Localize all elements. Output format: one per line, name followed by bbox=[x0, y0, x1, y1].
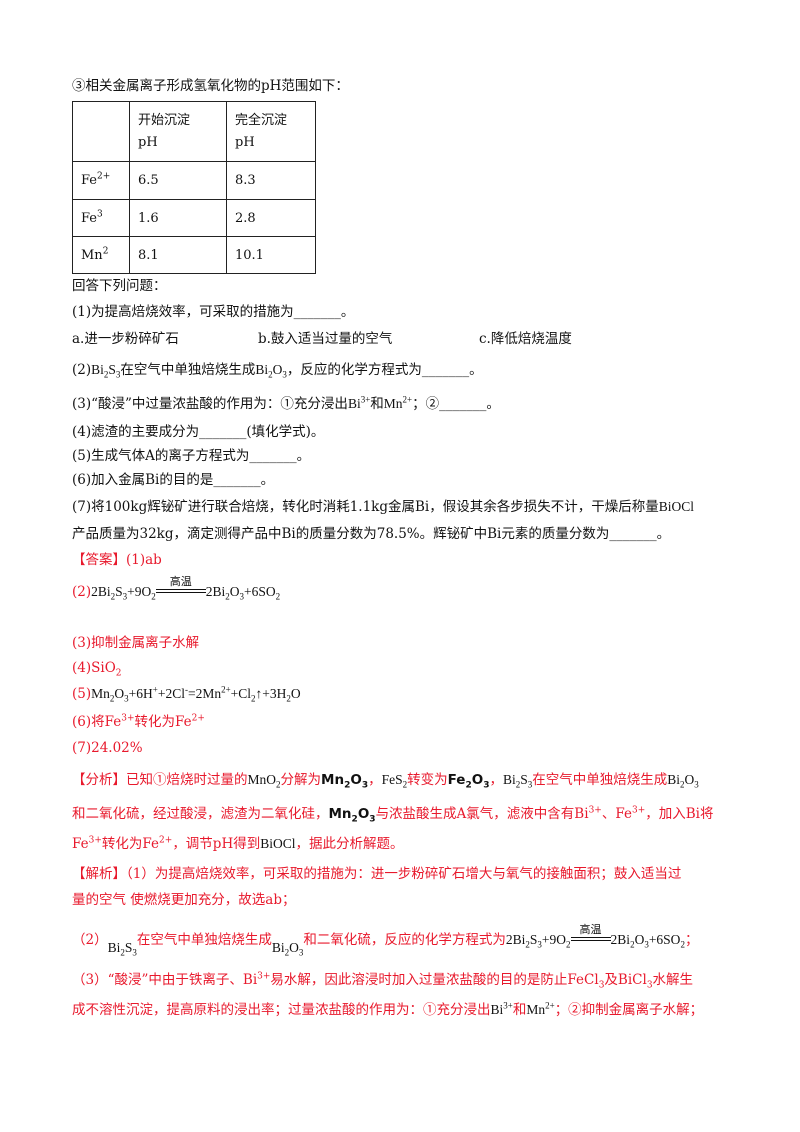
analysis-line-2: 和二氧化硫，经过酸浸，滤渣为二氧化硅，Mn2O3与浓盐酸生成A氯气，滤液中含有B… bbox=[72, 805, 714, 825]
answer-1: 【答案】(1)ab bbox=[72, 552, 162, 568]
solution-1-line2: 量的空气 使燃烧更加充分，故选ab； bbox=[72, 892, 296, 908]
solution-3-line1: （3）“酸浸”中由于铁离子、Bi3+易水解，因此溶浸时加入过量浓盐酸的目的是防止… bbox=[72, 971, 694, 991]
analysis-line-1: 【分析】已知①焙烧时过量的MnO2分解为Mn2O3，FeS2转变为Fe2O3，B… bbox=[72, 772, 699, 791]
answer-3: (3)抑制金属离子水解 bbox=[72, 635, 200, 651]
end-cell: 8.3 bbox=[226, 161, 316, 200]
analysis-line-3: Fe3+转化为Fe2+，调节pH得到BiOCl，据此分析解题。 bbox=[72, 835, 404, 852]
end-cell: 2.8 bbox=[226, 199, 316, 237]
start-cell: 1.6 bbox=[129, 199, 227, 237]
ion-cell: Fe3 bbox=[72, 199, 130, 237]
table-row: Fe2+ 6.5 8.3 bbox=[72, 161, 316, 200]
question-5: (5)生成气体A的离子方程式为_______。 bbox=[72, 448, 311, 464]
start-cell: 8.1 bbox=[129, 236, 227, 274]
solution-2: （2）Bi2S3在空气中单独焙烧生成Bi2O3和二氧化硫，反应的化学方程式为2B… bbox=[72, 923, 699, 958]
start-cell: 6.5 bbox=[129, 161, 227, 200]
reaction-arrow: 高温 bbox=[155, 576, 206, 593]
reaction-arrow: 高温 bbox=[570, 924, 611, 941]
q1-option-c: c.降低焙烧温度 bbox=[479, 331, 572, 347]
table-row: Mn2 8.1 10.1 bbox=[72, 236, 316, 274]
end-cell: 10.1 bbox=[226, 236, 316, 274]
header-cell-empty bbox=[72, 101, 130, 162]
question-4: (4)滤渣的主要成分为_______(填化学式)。 bbox=[72, 424, 325, 440]
question-7-line1: (7)将100kg辉铋矿进行联合焙烧，转化时消耗1.1kg金属Bi，假设其余各步… bbox=[72, 499, 695, 515]
q1-option-a: a.进一步粉碎矿石 bbox=[72, 331, 179, 347]
answer-7: (7)24.02% bbox=[72, 740, 143, 756]
questions-lead: 回答下列问题： bbox=[72, 278, 167, 294]
solution-1-line1: 【解析】（1）为提高焙烧效率，可采取的措施为：进一步粉碎矿石增大与氧气的接触面积… bbox=[72, 866, 682, 882]
question-1: (1)为提高焙烧效率，可采取的措施为_______。 bbox=[72, 304, 355, 320]
ion-cell: Mn2 bbox=[72, 236, 130, 274]
table-intro: ③相关金属离子形成氢氧化物的pH范围如下： bbox=[72, 78, 349, 94]
solution-3-line2: 成不溶性沉淀，提高原料的浸出率；过量浓盐酸的作用为：①充分浸出Bi3+和Mn2+… bbox=[72, 1000, 704, 1018]
question-7-line2: 产品质量为32kg，滴定测得产品中Bi的质量分数为78.5%。辉铋矿中Bi元素的… bbox=[72, 526, 671, 542]
question-3: (3)“酸浸”中过量浓盐酸的作用为：①充分浸出Bi3+和Mn2+；②______… bbox=[72, 394, 500, 412]
q1-option-b: b.鼓入适当过量的空气 bbox=[258, 331, 393, 347]
answer-6: (6)将Fe3+转化为Fe2+ bbox=[72, 713, 205, 730]
ion-cell: Fe2+ bbox=[72, 161, 130, 200]
answer-5: (5)Mn2O3+6H++2Cl-=2Mn2++Cl2↑+3H2O bbox=[72, 684, 301, 704]
question-6: (6)加入金属Bi的目的是_______。 bbox=[72, 472, 275, 488]
table-row: Fe3 1.6 2.8 bbox=[72, 199, 316, 237]
question-2: (2)Bi2S3在空气中单独焙烧生成Bi2O3，反应的化学方程式为_______… bbox=[72, 362, 483, 380]
answer-4: (4)SiO2 bbox=[72, 660, 122, 679]
